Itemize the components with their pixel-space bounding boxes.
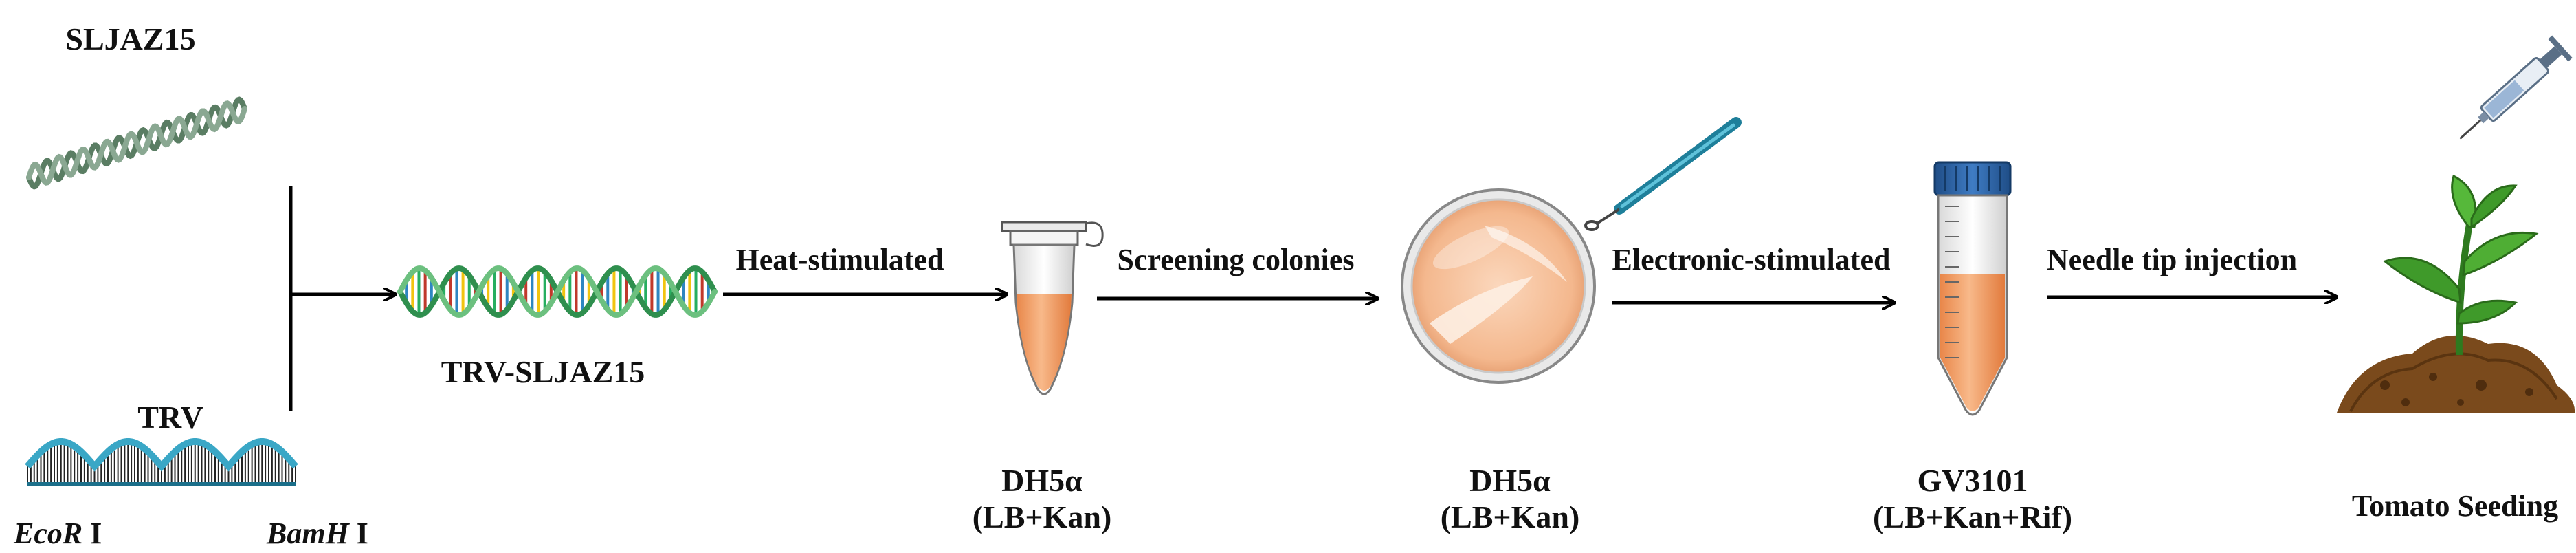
recombinant-dna-icon (397, 265, 718, 318)
gv3101-label: GV3101 (1918, 463, 2028, 498)
trv-vector-dna-icon (25, 437, 298, 486)
sljaz15-dna-icon (26, 96, 247, 190)
gv3101-media-label: (LB+Kan+Rif) (1873, 499, 2072, 534)
trv-label: TRV (137, 400, 203, 435)
step-heat-stimulated-label: Heat-stimulated (735, 243, 944, 276)
dh5a-1-label: DH5α (1001, 463, 1082, 498)
falcon-tube-icon (1933, 161, 2012, 416)
plant-icon (2337, 174, 2575, 413)
ecor-site-label: EcoR I (13, 517, 102, 550)
step-electronic-stimulated-label: Electronic-stimulated (1612, 243, 1891, 276)
bamh-site-label: BamH I (266, 517, 368, 550)
tube-icon (1001, 221, 1104, 395)
dh5a-2-label: DH5α (1469, 463, 1551, 498)
sljaz15-label: SLJAZ15 (65, 21, 195, 56)
petri-dish-icon (1401, 188, 1596, 384)
loop-icon (1584, 117, 1742, 231)
dh5a-2-media-label: (LB+Kan) (1441, 499, 1580, 534)
ligation-bracket (289, 186, 395, 411)
dh5a-1-media-label: (LB+Kan) (973, 499, 1112, 534)
step-screening-colonies-label: Screening colonies (1117, 243, 1354, 276)
syringe-icon (2459, 35, 2573, 140)
step-needle-tip-injection-label: Needle tip injection (2047, 243, 2297, 276)
trv-sljaz15-label: TRV-SLJAZ15 (441, 354, 645, 389)
tomato-seeding-label: Tomato Seeding (2352, 489, 2558, 523)
